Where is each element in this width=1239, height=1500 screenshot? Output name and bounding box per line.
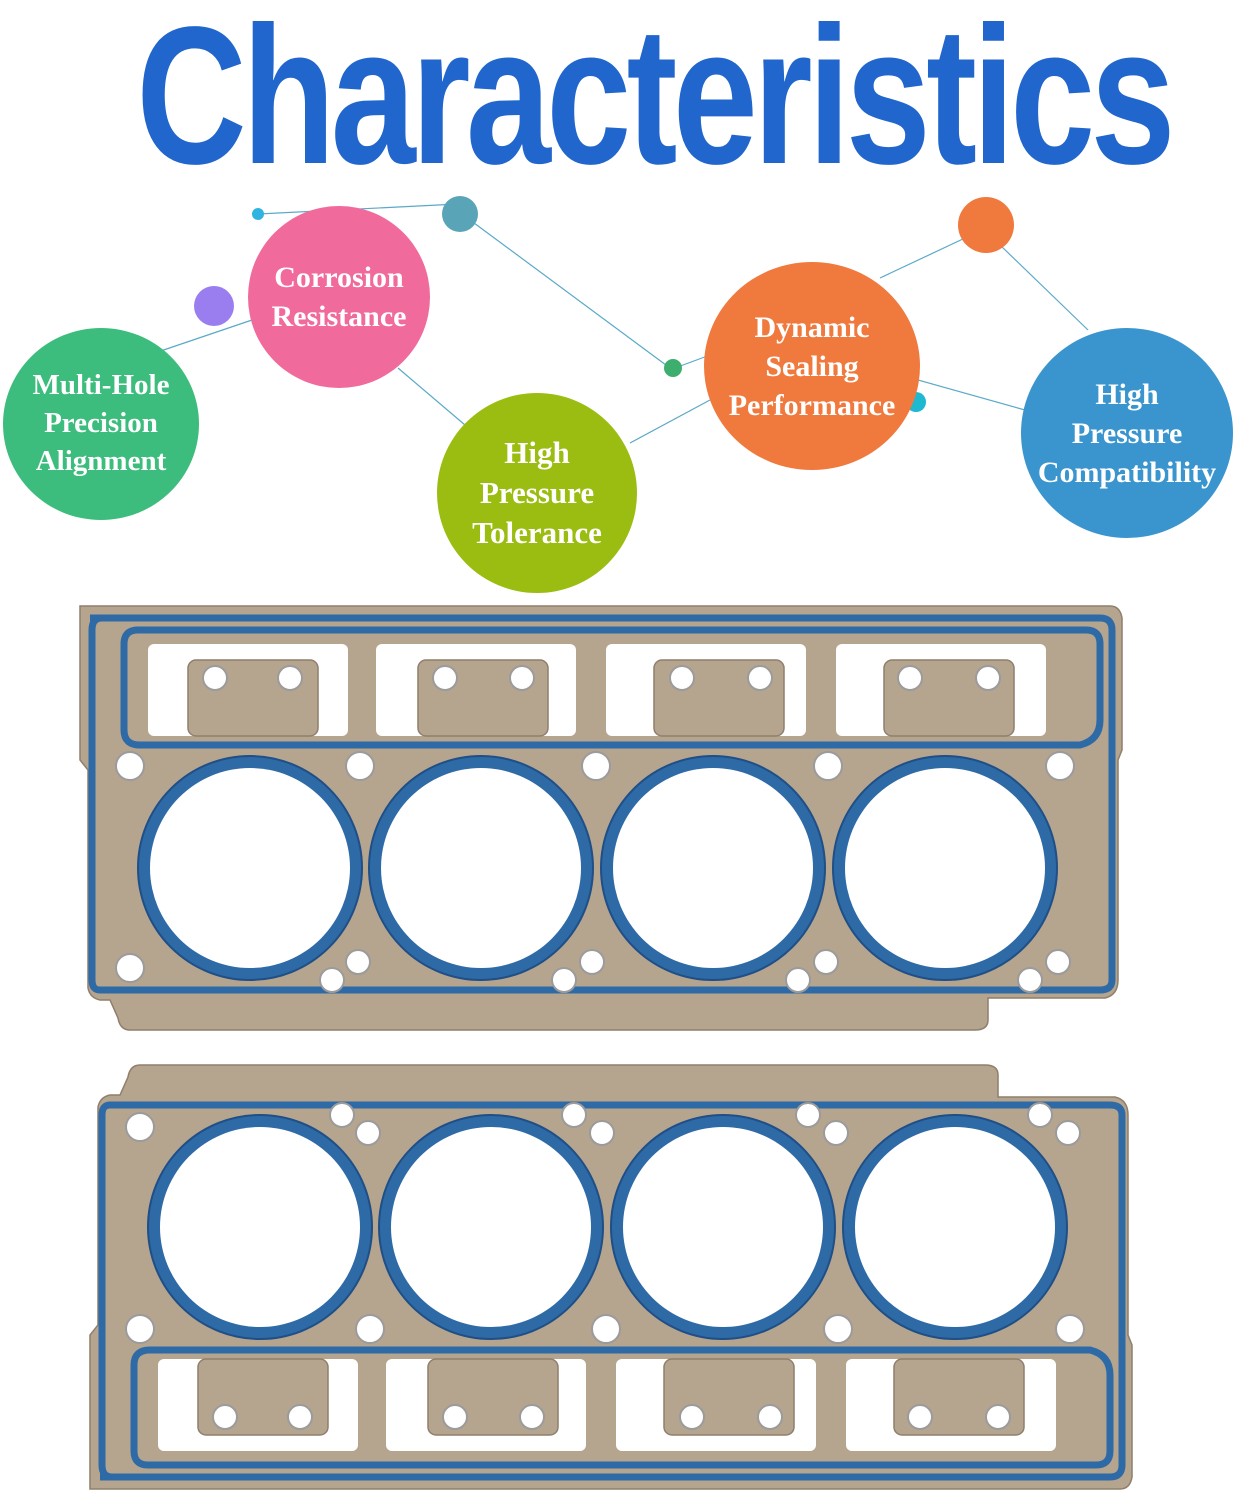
connector-line: [917, 379, 1026, 411]
gasket-bolt-holes: [125, 1102, 1085, 1430]
connector-line: [999, 244, 1089, 331]
gasket-bolt-holes: [115, 665, 1075, 993]
gasket-cylinder-bores: [147, 1114, 1068, 1340]
gasket-cylinder-bores: [137, 755, 1058, 981]
connector-line: [469, 219, 671, 369]
connector-line: [397, 367, 466, 426]
feature-bubble-high-pressure-tolerance: High Pressure Tolerance: [437, 393, 637, 593]
feature-label: Multi-Hole Precision Alignment: [32, 369, 170, 477]
feature-bubble-high-pressure-compatibility: High Pressure Compatibility: [1021, 328, 1233, 538]
orange-dot: [958, 197, 1014, 253]
feature-bubble-dynamic-sealing: Dynamic Sealing Performance: [704, 262, 920, 470]
gasket-outer-seal: [88, 614, 1116, 994]
cyan-dot: [252, 208, 264, 220]
feature-label: High Pressure Tolerance: [472, 434, 602, 551]
gasket-top-image: [79, 605, 1123, 1031]
feature-bubble-corrosion-resistance: Corrosion Resistance: [248, 206, 430, 388]
teal-dot: [442, 196, 478, 232]
feature-label: High Pressure Compatibility: [1037, 377, 1217, 489]
gasket-bottom-image: [89, 1064, 1133, 1490]
feature-label: Dynamic Sealing Performance: [728, 310, 896, 422]
purple-dot: [194, 286, 234, 326]
connector-line: [879, 237, 966, 279]
feature-bubble-multi-hole-alignment: Multi-Hole Precision Alignment: [3, 328, 199, 520]
green-dot: [664, 359, 682, 377]
page-title: Characteristics: [136, 0, 1175, 205]
gasket-outer-seal: [98, 1101, 1126, 1481]
connector-line: [629, 399, 711, 444]
feature-label: Corrosion Resistance: [271, 261, 407, 333]
